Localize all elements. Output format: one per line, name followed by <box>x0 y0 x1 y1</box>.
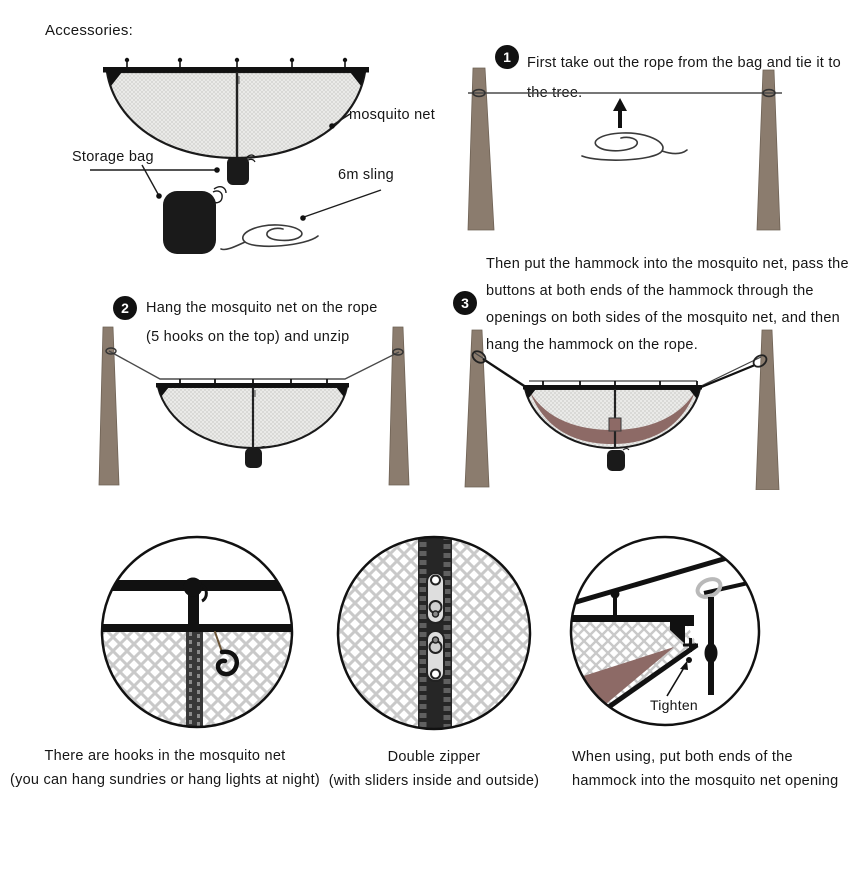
net-corner <box>670 615 694 644</box>
hammock-illustration <box>530 392 695 444</box>
detail-hammock-end-figure <box>569 535 761 727</box>
label-leaders <box>90 113 382 221</box>
net-hooks <box>124 57 348 68</box>
tree-pole-left <box>98 326 120 486</box>
tighten-pointer <box>666 661 688 697</box>
sling-coil-icon <box>220 224 319 251</box>
zipper-slider-inside-icon <box>426 630 445 682</box>
step-3-text-line: Then put the hammock into the mosquito n… <box>486 256 849 272</box>
tree-pole-right <box>756 69 781 231</box>
tighten-annotation: Tighten <box>650 697 698 713</box>
mosquito-net-label: mosquito net <box>349 107 436 123</box>
mosquito-net-illustration <box>103 67 369 160</box>
step-2-badge: 2 <box>113 296 137 320</box>
tighten-knot <box>683 638 698 663</box>
detail-zipper-figure <box>336 535 532 731</box>
carabiner-icon <box>695 577 723 599</box>
step-3-text-line: buttons at both ends of the hammock thro… <box>486 283 814 299</box>
hammock-strap <box>704 597 718 695</box>
step-3-badge: 3 <box>453 291 477 315</box>
tree-pole-right <box>388 326 410 486</box>
detail-hooks-caption: There are hooks in the mosquito net (you… <box>0 744 330 792</box>
step-3-text-line: openings on both sides of the mosquito n… <box>486 310 840 326</box>
hook-icon <box>214 631 239 677</box>
rope <box>468 88 782 98</box>
step-3-figure <box>464 329 780 490</box>
storage-bag-icon <box>163 186 227 254</box>
caption-line: hammock into the mosquito net opening <box>572 773 839 789</box>
accessories-title: Accessories: <box>45 22 134 39</box>
step-2-text-line: (5 hooks on the top) and unzip <box>146 329 350 345</box>
storage-bag-small-icon <box>607 448 630 471</box>
caption-line: When using, put both ends of the <box>572 749 793 765</box>
caption-line: There are hooks in the mosquito net <box>44 748 286 764</box>
step-1-text-line: First take out the rope from the bag and… <box>527 55 841 71</box>
storage-bag-small-icon <box>227 154 256 185</box>
rope <box>571 550 745 608</box>
detail-zipper-caption: Double zipper (with sliders inside and o… <box>325 745 543 793</box>
sling-label: 6m sling <box>338 167 394 183</box>
step-1-figure <box>467 67 782 231</box>
caption-line: (you can hang sundries or hang lights at… <box>10 772 320 788</box>
rope-and-straps <box>471 350 768 390</box>
step-3-text-line: hang the hammock on the rope. <box>486 337 698 353</box>
step-1-badge: 1 <box>495 45 519 69</box>
step-2-figure <box>98 326 410 486</box>
accessories-figure <box>90 57 382 254</box>
tree-pole-right <box>755 329 780 490</box>
zipper-slider-outside-icon <box>426 572 445 624</box>
storage-bag-label: Storage bag <box>72 149 154 165</box>
caption-line: (with sliders inside and outside) <box>328 773 540 789</box>
detail-hammock-end-caption: When using, put both ends of the hammock… <box>572 745 842 793</box>
rope-connector <box>610 589 620 617</box>
step-2-text-line: Hang the mosquito net on the rope <box>146 300 378 316</box>
zipper-track <box>186 632 203 727</box>
detail-hooks-figure <box>100 535 294 729</box>
tree-pole-left <box>467 67 495 231</box>
storage-bag-small-icon <box>245 446 267 468</box>
mosquito-net-illustration <box>156 379 349 450</box>
rope-coil-icon <box>581 132 688 161</box>
net-top-bar <box>571 615 684 622</box>
tree-pole-left <box>464 329 490 488</box>
up-arrow-icon <box>613 98 627 128</box>
mosquito-net-illustration <box>523 381 702 450</box>
rope <box>105 347 404 380</box>
hanging-clip-icon <box>183 577 208 632</box>
caption-line: Double zipper <box>387 749 481 765</box>
